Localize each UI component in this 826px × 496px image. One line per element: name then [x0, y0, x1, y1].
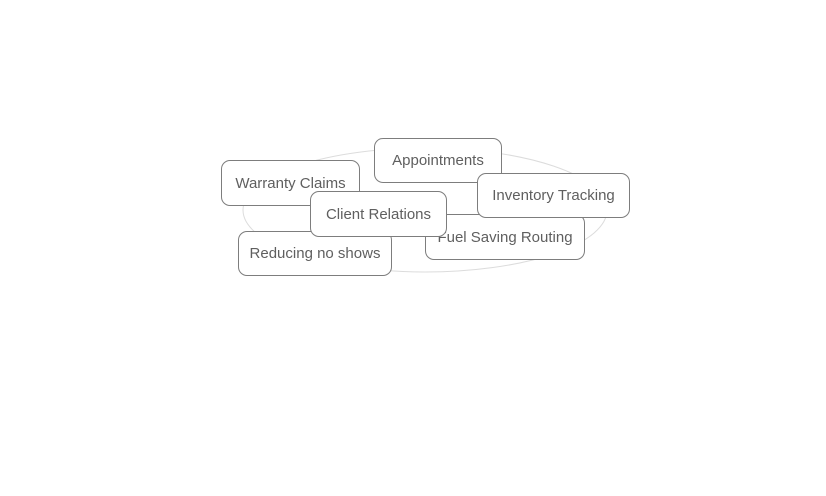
node-reducing-no-shows[interactable]: Reducing no shows — [238, 231, 392, 276]
node-inventory-tracking[interactable]: Inventory Tracking — [477, 173, 630, 218]
node-client-relations[interactable]: Client Relations — [310, 191, 447, 237]
node-fuel-saving-routing[interactable]: Fuel Saving Routing — [425, 214, 585, 260]
